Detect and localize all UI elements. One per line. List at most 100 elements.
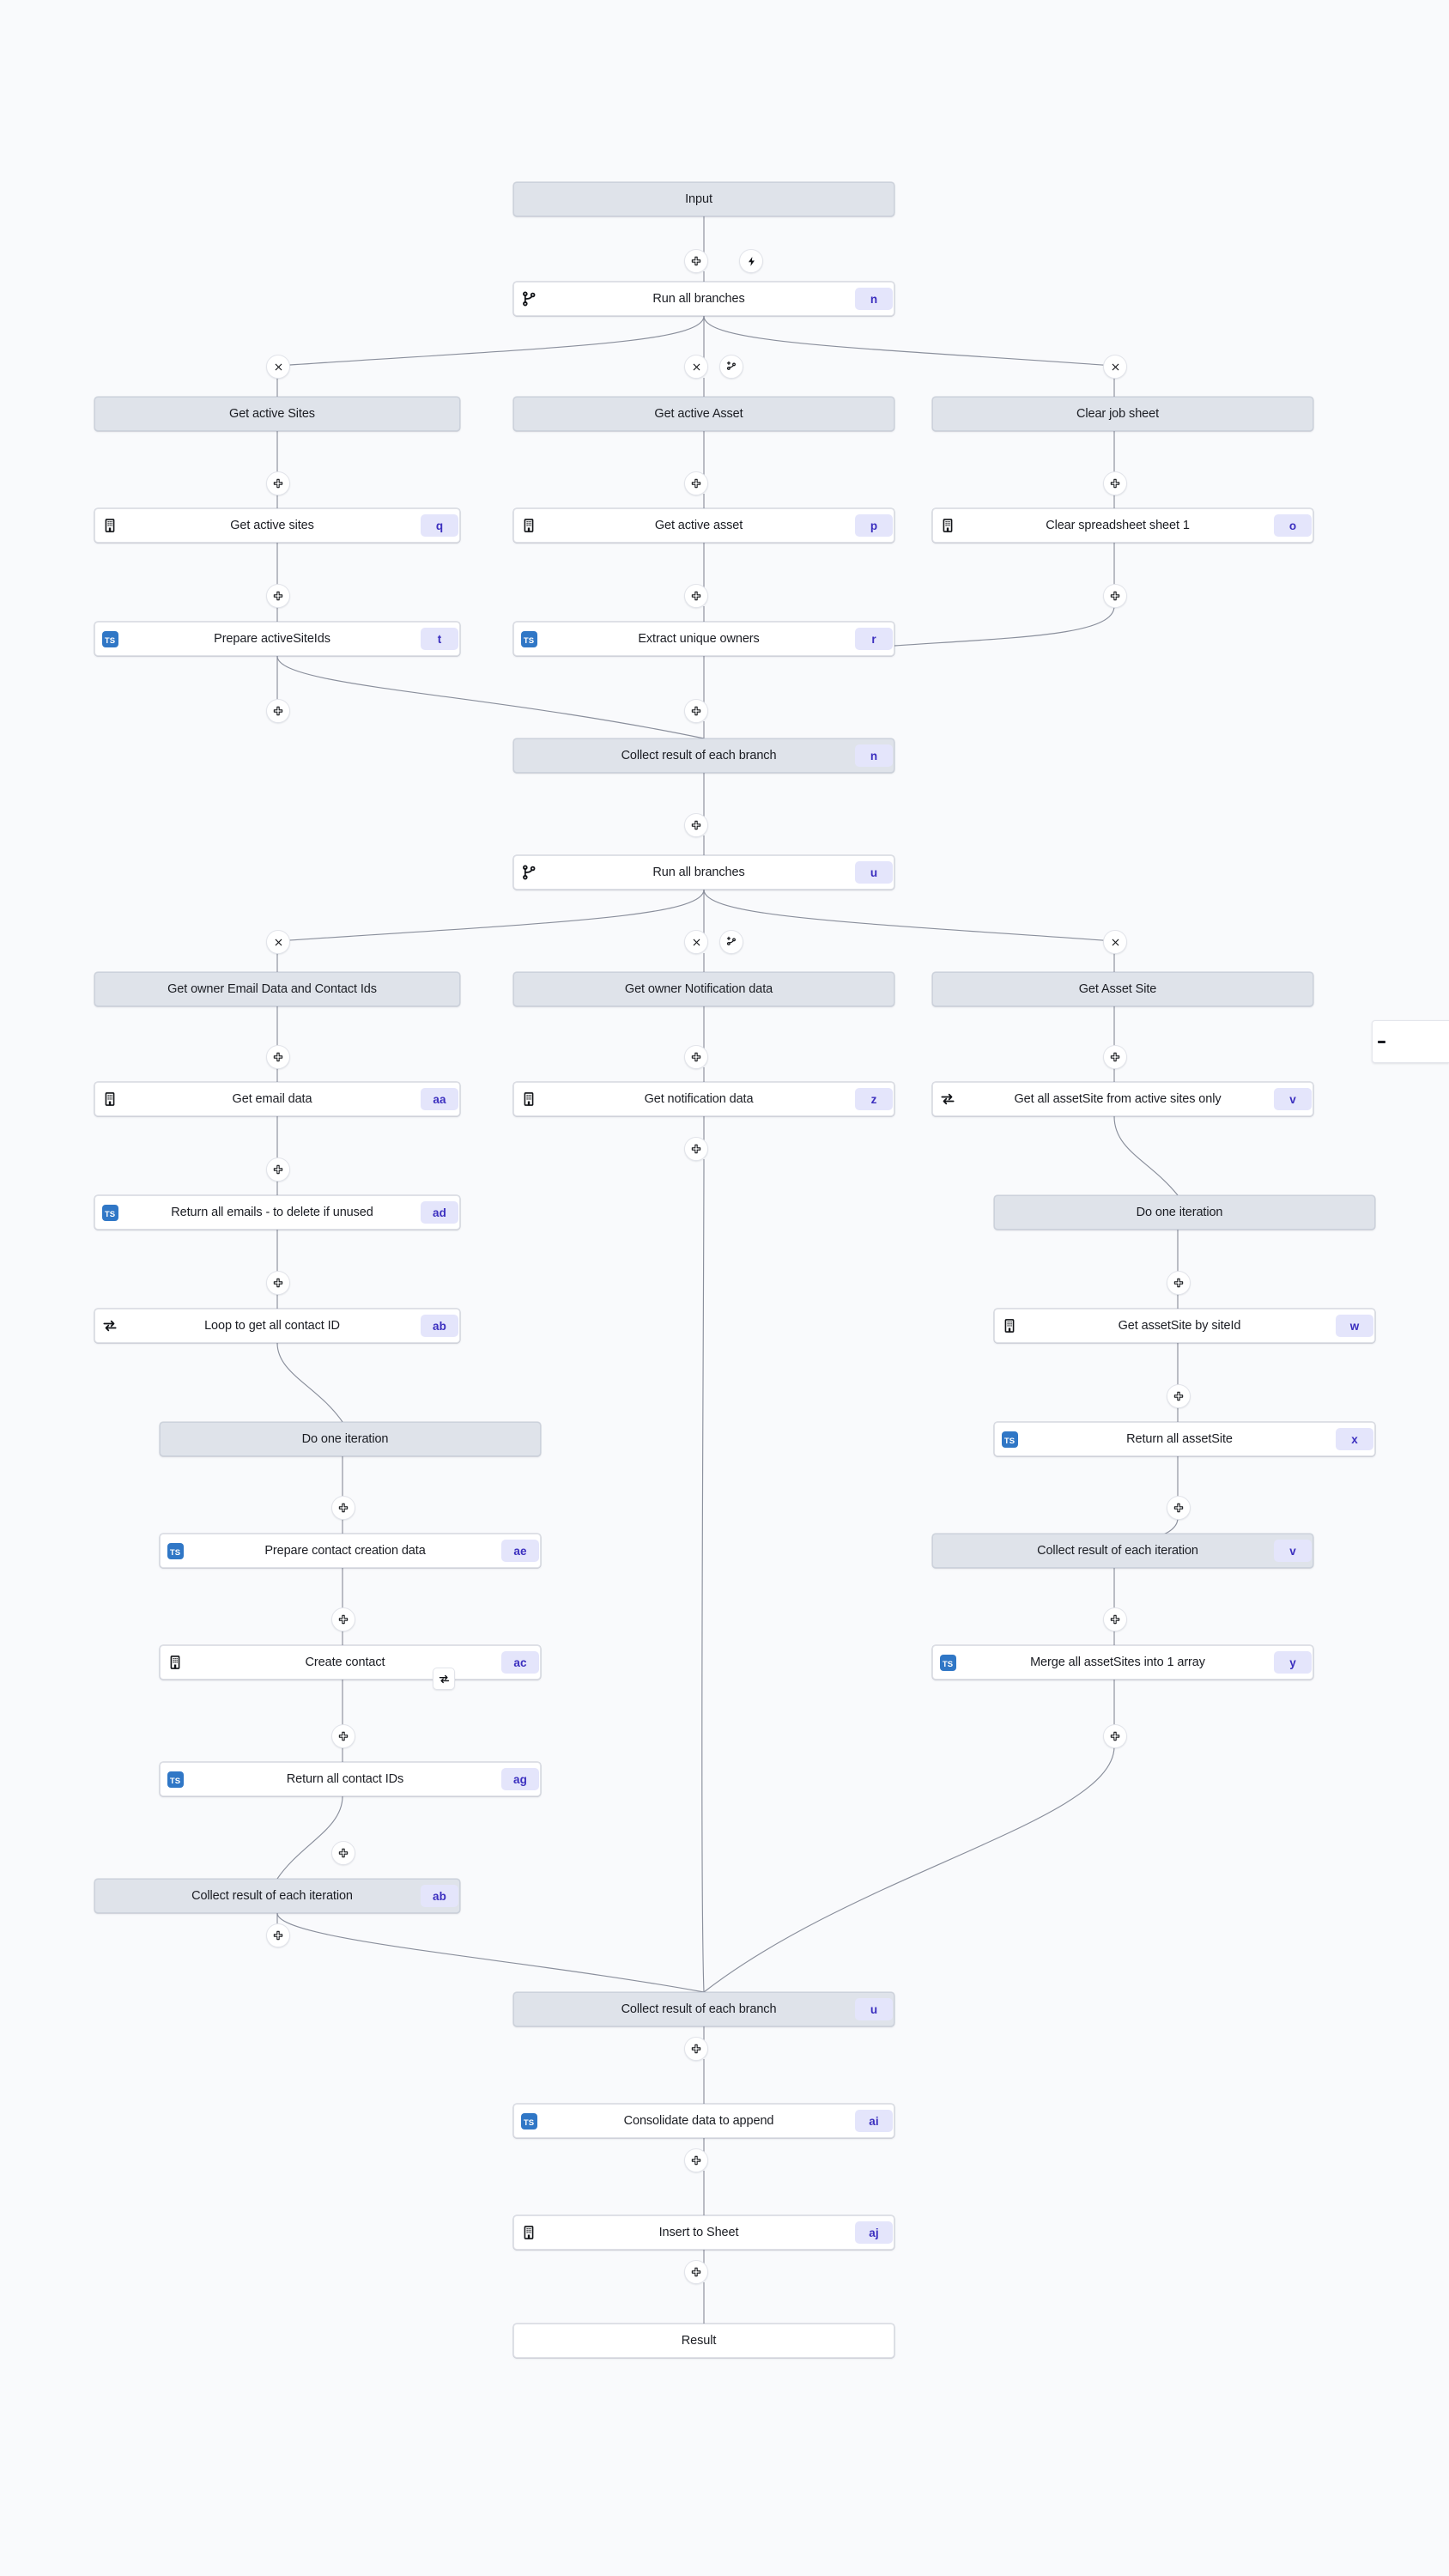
plus-icon-button[interactable] <box>1103 1045 1127 1069</box>
node-grp_asset_site[interactable]: Get Asset Site <box>932 972 1313 1006</box>
node-badge[interactable]: ae <box>501 1540 539 1562</box>
node-grp_owner_email[interactable]: Get owner Email Data and Contact Ids <box>94 972 460 1006</box>
close-icon-button[interactable] <box>1103 355 1127 379</box>
close-icon-button[interactable] <box>684 930 708 954</box>
plus-icon-button[interactable] <box>1167 1496 1191 1520</box>
plus-icon-button[interactable] <box>684 1045 708 1069</box>
plus-icon-button[interactable] <box>1103 471 1127 495</box>
node-badge[interactable]: z <box>855 1088 893 1110</box>
close-icon-button[interactable] <box>266 355 290 379</box>
plus-icon-button[interactable] <box>331 1496 355 1520</box>
node-badge[interactable]: ab <box>421 1315 458 1337</box>
node-badge[interactable]: ai <box>855 2110 893 2132</box>
plus-icon-button[interactable] <box>684 249 708 273</box>
node-badge[interactable]: ag <box>501 1768 539 1790</box>
node-input[interactable]: Input <box>513 182 894 216</box>
plus-icon-button[interactable] <box>684 2037 708 2061</box>
node-badge[interactable]: p <box>855 514 893 537</box>
plus-icon-button[interactable] <box>331 1607 355 1631</box>
node-badge[interactable]: v <box>1274 1540 1312 1562</box>
plus-icon-button[interactable] <box>684 471 708 495</box>
plus-icon-button[interactable] <box>684 2260 708 2284</box>
plus-icon-button[interactable] <box>684 1137 708 1161</box>
node-badge[interactable]: t <box>421 628 458 650</box>
close-icon-button[interactable] <box>266 930 290 954</box>
node-grp_active_asset[interactable]: Get active Asset <box>513 397 894 431</box>
bolt-icon-button[interactable] <box>739 249 763 273</box>
plus-icon-button[interactable] <box>684 2148 708 2172</box>
add-branch-icon-button[interactable] <box>719 355 743 379</box>
node-badge[interactable]: aj <box>855 2221 893 2244</box>
node-badge[interactable]: n <box>855 744 893 767</box>
node-badge[interactable]: q <box>421 514 458 537</box>
typescript-icon: TS <box>520 630 537 647</box>
plus-icon-button[interactable] <box>266 1271 290 1295</box>
node-grp_clear_job[interactable]: Clear job sheet <box>932 397 1313 431</box>
node-badge[interactable]: aa <box>421 1088 458 1110</box>
plus-icon-button[interactable] <box>266 699 290 723</box>
plus-icon-button[interactable] <box>266 1157 290 1182</box>
node-badge[interactable]: r <box>855 628 893 650</box>
node-badge[interactable]: ab <box>421 1885 458 1907</box>
plus-icon-button[interactable] <box>266 584 290 608</box>
plus-icon-button[interactable] <box>331 1724 355 1748</box>
retry-loop-icon-button[interactable] <box>433 1668 455 1690</box>
node-result[interactable]: Result <box>513 2324 894 2358</box>
plus-icon-button[interactable] <box>1167 1384 1191 1408</box>
node-badge[interactable]: v <box>1274 1088 1312 1110</box>
close-icon-button[interactable] <box>1103 930 1127 954</box>
node-badge[interactable]: w <box>1336 1315 1373 1337</box>
plus-icon-button[interactable] <box>1103 1607 1127 1631</box>
plus-icon-button[interactable] <box>266 1045 290 1069</box>
node-badge[interactable]: u <box>855 1998 893 2020</box>
node-badge[interactable]: n <box>855 288 893 310</box>
plus-icon-button[interactable] <box>1103 1724 1127 1748</box>
node-grp_do_iter_r[interactable]: Do one iteration <box>994 1195 1375 1230</box>
plus-icon-button[interactable] <box>684 699 708 723</box>
plus-icon-button[interactable] <box>1103 584 1127 608</box>
plus-icon-button[interactable] <box>266 471 290 495</box>
node-badge[interactable]: ac <box>501 1651 539 1674</box>
plus-icon-button[interactable] <box>684 813 708 837</box>
node-grp_owner_notif[interactable]: Get owner Notification data <box>513 972 894 1006</box>
clipped-side-panel[interactable] <box>1372 1020 1449 1063</box>
plus-icon-button[interactable] <box>1167 1271 1191 1295</box>
node-grp_do_iter_l[interactable]: Do one iteration <box>160 1422 541 1456</box>
node-badge[interactable]: ad <box>421 1201 458 1224</box>
node-grp_active_sites[interactable]: Get active Sites <box>94 397 460 431</box>
node-get_assetsite_all[interactable]: Get all assetSite from active sites only… <box>932 1082 1313 1116</box>
close-icon-button[interactable] <box>684 355 708 379</box>
node-badge[interactable]: x <box>1336 1428 1373 1450</box>
plus-icon-button[interactable] <box>331 1841 355 1865</box>
plus-icon-button[interactable] <box>266 1923 290 1947</box>
node-badge[interactable]: u <box>855 861 893 884</box>
add-branch-icon-button[interactable] <box>719 930 743 954</box>
node-badge[interactable]: y <box>1274 1651 1312 1674</box>
plus-icon-button[interactable] <box>684 584 708 608</box>
node-badge[interactable]: o <box>1274 514 1312 537</box>
